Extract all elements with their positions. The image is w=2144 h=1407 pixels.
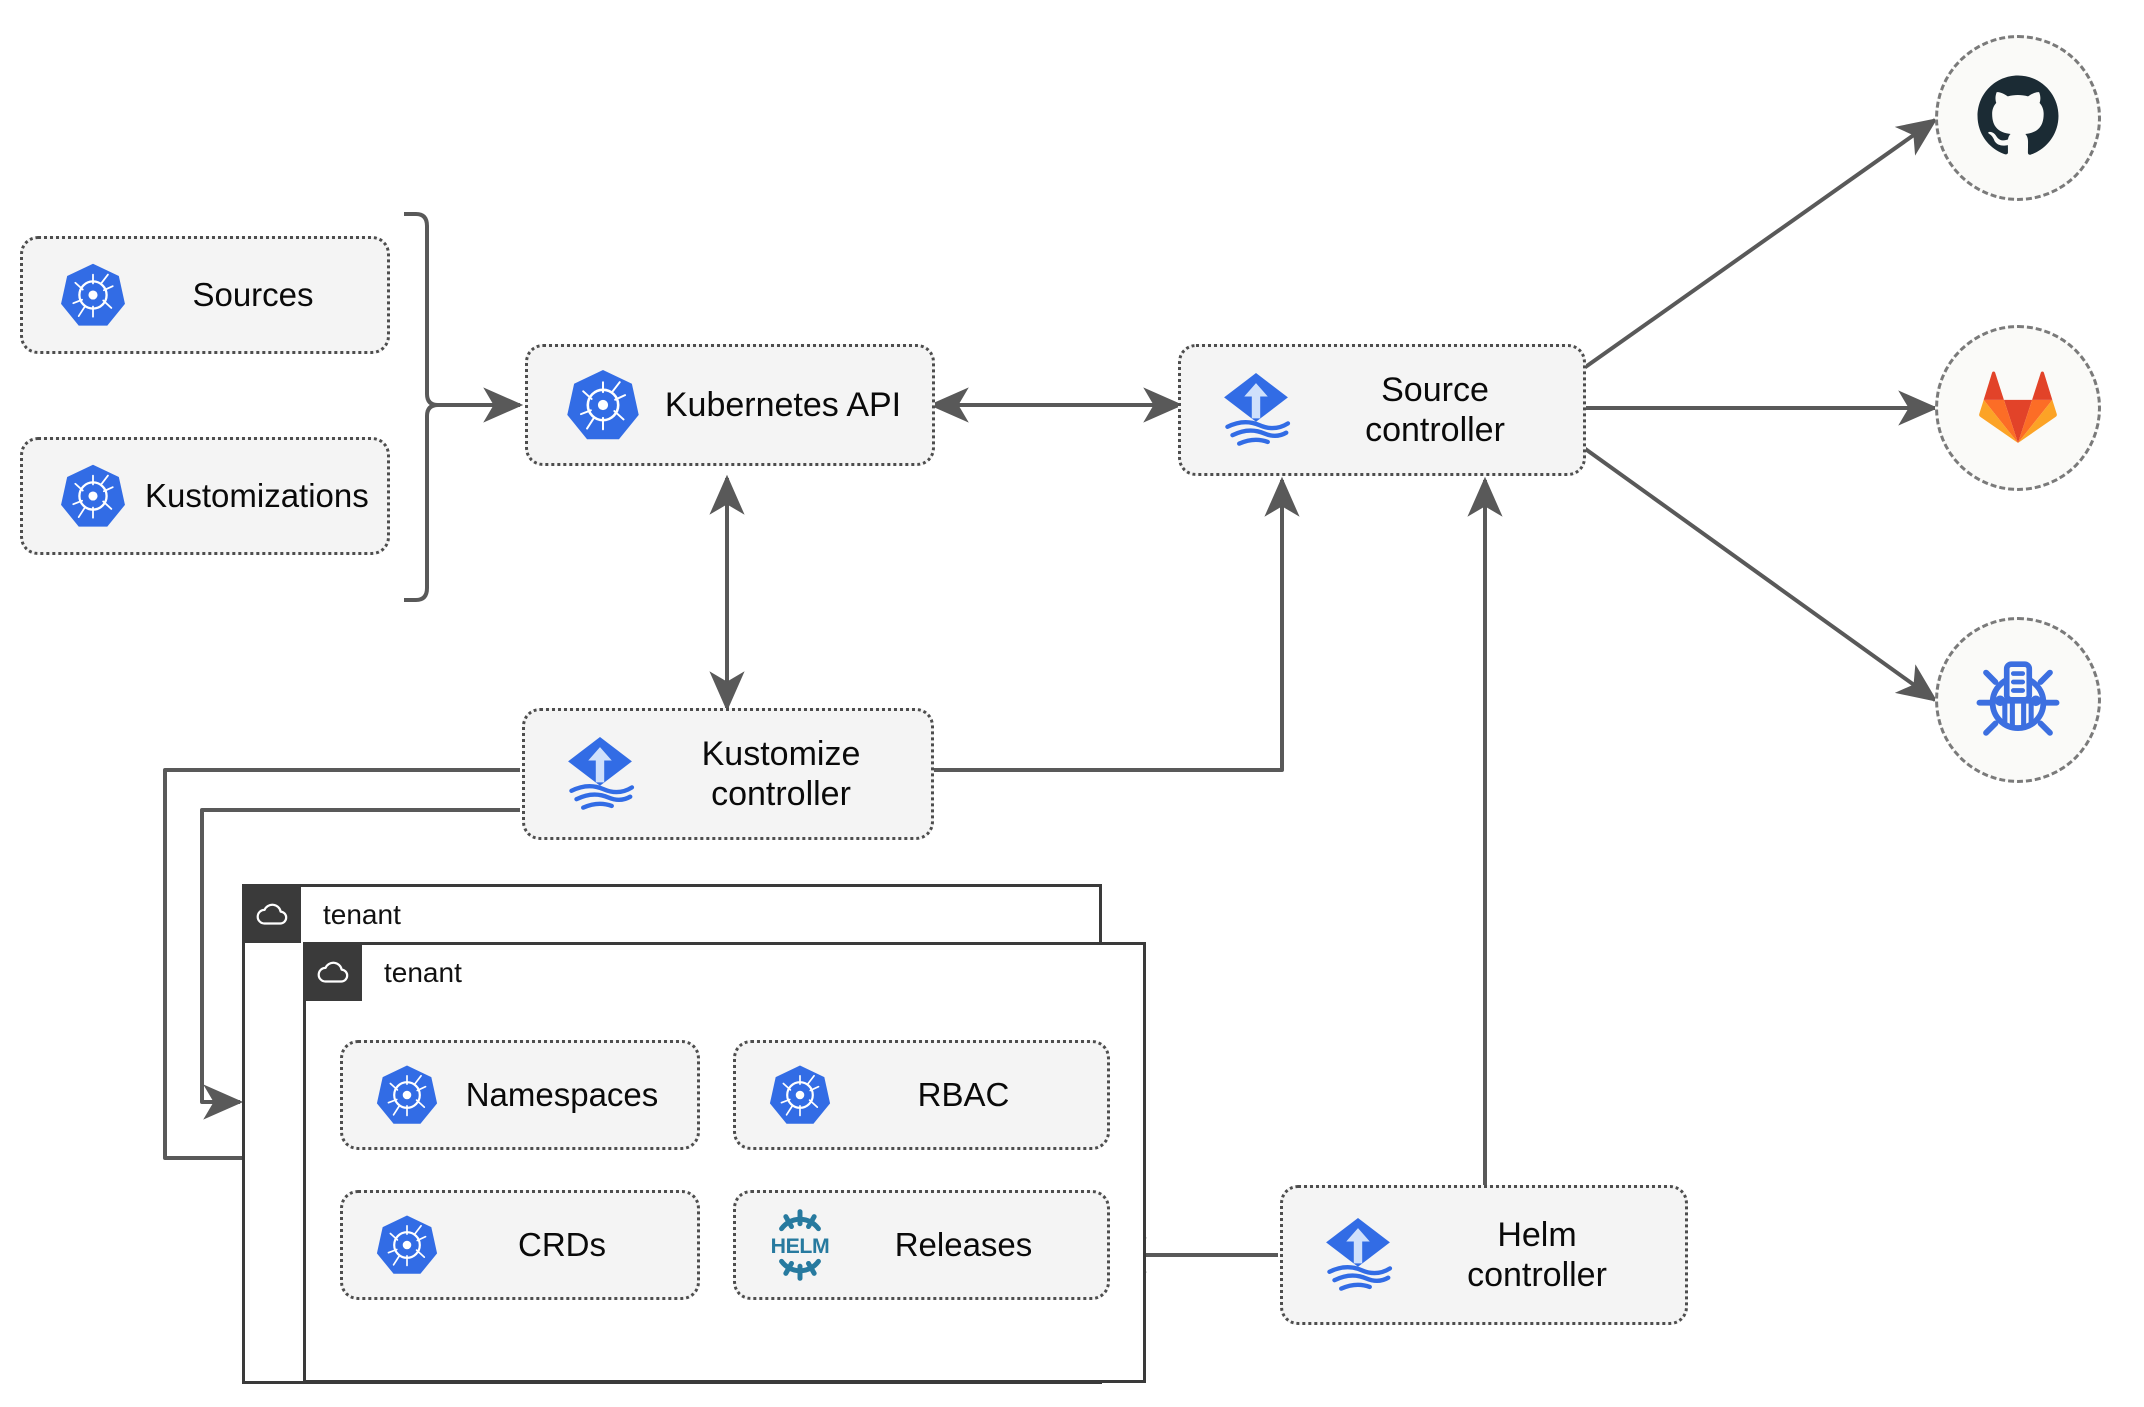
flux-icon <box>1201 368 1311 452</box>
tenant-label-inner: tenant <box>384 957 462 988</box>
tenant-tile-releases[interactable]: HELM Releases <box>733 1190 1110 1300</box>
gitlab-icon <box>1974 362 2062 455</box>
flux-icon <box>1303 1213 1413 1297</box>
tenant-tile-label-namespaces: Namespaces <box>465 1075 659 1113</box>
provider-oci-registry[interactable] <box>1935 617 2101 783</box>
provider-gitlab[interactable] <box>1935 325 2101 491</box>
resource-card-kustomizations[interactable]: Kustomizations <box>20 437 390 555</box>
flux-icon <box>545 732 655 816</box>
kubernetes-icon <box>548 367 658 443</box>
wire-source-to-github <box>1582 118 1938 370</box>
tenant-label-outer: tenant <box>323 899 401 930</box>
provider-github[interactable] <box>1935 35 2101 201</box>
kubernetes-icon <box>754 1063 846 1127</box>
node-label-helm-controller: Helm controller <box>1467 1215 1607 1294</box>
resource-label-sources: Sources <box>192 275 314 313</box>
node-kubernetes-api[interactable]: Kubernetes API <box>525 344 935 466</box>
cloud-icon <box>245 887 301 943</box>
tenant-tile-namespaces[interactable]: Namespaces <box>340 1040 700 1150</box>
kubernetes-icon <box>361 1063 453 1127</box>
tenant-header-inner: tenant <box>306 945 462 1001</box>
tenant-tile-label-crds: CRDs <box>518 1225 606 1263</box>
kubernetes-icon <box>361 1213 453 1277</box>
tenant-tile-label-rbac: RBAC <box>917 1075 1010 1113</box>
wire-resources-brace <box>404 212 440 602</box>
cloud-icon <box>306 945 362 1001</box>
kubernetes-icon <box>41 462 145 530</box>
node-source-controller[interactable]: Source controller <box>1178 344 1586 476</box>
tenant-tile-crds[interactable]: CRDs <box>340 1190 700 1300</box>
wire-source-to-oci <box>1582 446 1938 702</box>
wire-kustomize-to-source <box>932 476 1300 772</box>
node-kustomize-controller[interactable]: Kustomize controller <box>522 708 934 840</box>
tenant-tile-rbac[interactable]: RBAC <box>733 1040 1110 1150</box>
resource-card-sources[interactable]: Sources <box>20 236 390 354</box>
node-helm-controller[interactable]: Helm controller <box>1280 1185 1688 1325</box>
node-label-kubernetes-api: Kubernetes API <box>664 385 902 424</box>
github-icon <box>1972 70 2064 167</box>
resource-label-kustomizations: Kustomizations <box>145 476 369 514</box>
helm-icon: HELM <box>754 1209 846 1281</box>
tenant-header-outer: tenant <box>245 887 401 943</box>
kubernetes-icon <box>41 261 145 329</box>
svg-text:HELM: HELM <box>771 1234 830 1258</box>
helm-repository-icon <box>1971 651 2065 750</box>
tenant-container-inner[interactable]: tenant <box>303 942 1146 1383</box>
tenant-tile-label-releases: Releases <box>894 1225 1033 1263</box>
node-label-source-controller: Source controller <box>1365 370 1505 449</box>
node-label-kustomize-controller: Kustomize controller <box>701 734 861 813</box>
